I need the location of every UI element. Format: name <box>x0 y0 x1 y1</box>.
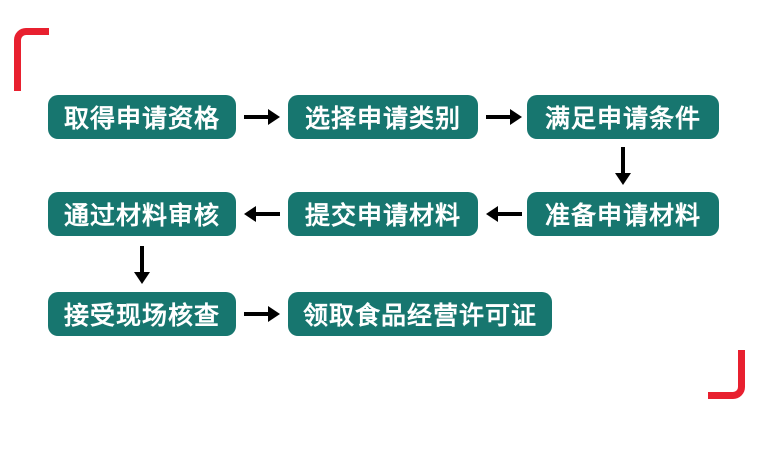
arrow-down-icon <box>134 246 150 284</box>
corner-mark-bottom-right-icon <box>708 350 745 399</box>
arrow-right-icon <box>244 109 280 125</box>
flow-node-step-1: 取得申请资格 <box>48 95 236 139</box>
flow-node-step-2: 选择申请类别 <box>288 95 478 139</box>
flow-node-step-8: 领取食品经营许可证 <box>288 292 552 336</box>
arrow-left-icon <box>244 206 280 222</box>
flow-node-step-7: 接受现场核查 <box>48 292 236 336</box>
arrow-right-icon <box>244 306 280 322</box>
arrow-right-icon <box>486 109 522 125</box>
arrow-left-icon <box>486 206 522 222</box>
corner-mark-top-left-icon <box>14 28 49 91</box>
flow-node-step-3: 满足申请条件 <box>527 95 719 139</box>
flow-node-step-6: 通过材料审核 <box>48 192 236 236</box>
arrow-down-icon <box>615 147 631 185</box>
flow-node-step-5: 提交申请材料 <box>288 192 478 236</box>
flow-node-step-4: 准备申请材料 <box>527 192 719 236</box>
